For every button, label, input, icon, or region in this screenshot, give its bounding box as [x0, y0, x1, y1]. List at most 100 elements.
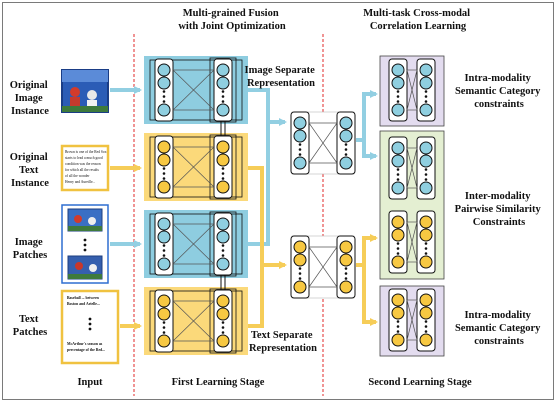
inter-image-right-node [419, 141, 433, 155]
image-hidden-out-node [339, 156, 353, 170]
image-input-ellipsis-dot [162, 249, 166, 252]
image-fused-node [216, 230, 230, 244]
image-input-ellipsis-dot [162, 95, 166, 98]
text-input-ellipsis-dot [162, 326, 166, 329]
image-fused-node [216, 63, 230, 77]
text-input-ellipsis-dot [162, 172, 166, 175]
text-input-node [157, 334, 171, 348]
inter-image-right-node [419, 154, 433, 168]
intra-image-left-ellipsis-dot [396, 90, 400, 93]
text-input-ellipsis-dot [162, 177, 166, 180]
image-hidden-in-node [293, 156, 307, 170]
inter-image-left-ellipsis-dot [396, 168, 400, 171]
text-input-node [157, 153, 171, 167]
intra-text-right-ellipsis-dot [424, 330, 428, 333]
intra-image-left-ellipsis-dot [396, 95, 400, 98]
intra-image-right-node [419, 63, 433, 77]
image-output-frame [209, 57, 237, 123]
connection-line [406, 221, 418, 263]
image-hidden-in-node [293, 129, 307, 143]
intra-bottom-constraint-label: Intra-modality Semantic Category constra… [455, 310, 543, 347]
inter-text-right-ellipsis-dot [424, 252, 428, 255]
connection-line [406, 147, 418, 189]
text-fused-node [216, 294, 230, 308]
hidden-layer [290, 111, 356, 299]
second-stage-label: Second Learning Stage [368, 377, 472, 388]
inter-image-right-ellipsis-dot [424, 178, 428, 181]
image-fused-node [216, 257, 230, 271]
text-hidden-out-node [339, 280, 353, 294]
original-text-instance: Brown is one of the Red Sox starts to le… [60, 144, 110, 192]
text-hidden-out-ellipsis-dot [344, 277, 348, 280]
image-patches-stack [61, 204, 109, 284]
intra-text-right-node [419, 293, 433, 307]
inter-text-left-ellipsis-dot [396, 242, 400, 245]
image-input-node [157, 103, 171, 117]
text-input-node [157, 294, 171, 308]
text-output-frame [209, 288, 237, 354]
inter-text-right-ellipsis-dot [424, 247, 428, 250]
text-fused-ellipsis-dot [221, 177, 225, 180]
inter-text-left-node [391, 215, 405, 229]
text-fused-node [216, 153, 230, 167]
text-hidden-in-ellipsis-dot [298, 267, 302, 270]
intra-text-left-ellipsis-dot [396, 330, 400, 333]
image-hidden-out-node [339, 129, 353, 143]
image-input-ellipsis-dot [162, 100, 166, 103]
intra-text-left-ellipsis-dot [396, 325, 400, 328]
intra-text-right-ellipsis-dot [424, 325, 428, 328]
image-fused-node [216, 217, 230, 231]
connection-line [172, 223, 215, 265]
image-hidden-in-ellipsis-dot [298, 143, 302, 146]
intra-top-constraint-label: Intra-modality Semantic Category constra… [455, 73, 543, 110]
connection-line [406, 299, 418, 341]
svg-text:Baseball ... between Bos: Baseball ... between Boston and Arielle.… [67, 296, 100, 306]
fusion-to-hidden-arrows [248, 88, 287, 328]
image-input-node [157, 63, 171, 77]
image-hidden-out-node [339, 116, 353, 130]
intra-text-right-ellipsis-dot [424, 320, 428, 323]
image-fusion-inner-box [149, 213, 243, 275]
inter-text-right-node [419, 215, 433, 229]
text-fused-node [216, 307, 230, 321]
text-hidden-in-ellipsis-dot [298, 272, 302, 275]
text-hidden-in-ellipsis-dot [298, 277, 302, 280]
text-input-node [157, 307, 171, 321]
inter-text-left-node [391, 255, 405, 269]
text-representation-label: Text Separate Representation [249, 330, 317, 354]
intra-text-left-node [391, 333, 405, 347]
fusion-title: Multi-grained Fusion with Joint Optimiza… [178, 8, 285, 32]
image-hidden-in-ellipsis-dot [298, 153, 302, 156]
first-stage-label: First Learning Stage [172, 377, 265, 388]
image-output-frame [209, 211, 237, 277]
text-input-node [157, 140, 171, 154]
constraint-networks [388, 58, 436, 352]
image-input-node [157, 257, 171, 271]
inter-image-right-ellipsis-dot [424, 168, 428, 171]
image-input-ellipsis-dot [162, 90, 166, 93]
image-hidden-in-ellipsis-dot [298, 148, 302, 151]
inter-text-left-ellipsis-dot [396, 247, 400, 250]
text-hidden-out-ellipsis-dot [344, 267, 348, 270]
input-original-image-label: Original Image Instance [10, 80, 51, 117]
text-hidden-out-ellipsis-dot [344, 272, 348, 275]
inter-image-left-node [391, 181, 405, 195]
correlation-title-line1: Multi-task Cross-modal [363, 8, 470, 19]
image-hidden-out-ellipsis-dot [344, 153, 348, 156]
inter-image-left-node [391, 154, 405, 168]
text-hidden-in-node [293, 280, 307, 294]
inter-text-left-ellipsis-dot [396, 252, 400, 255]
connection-line [172, 300, 215, 342]
text-fusion-inner-box [149, 290, 243, 352]
intra-text-left-node [391, 293, 405, 307]
inter-image-left-ellipsis-dot [396, 173, 400, 176]
image-hidden-out-ellipsis-dot [344, 148, 348, 151]
input-stage-label: Input [77, 377, 103, 388]
inter-image-left-ellipsis-dot [396, 178, 400, 181]
image-fused-ellipsis-dot [221, 95, 225, 98]
text-hidden-out-node [339, 253, 353, 267]
network-layer [149, 57, 243, 354]
image-hidden-out-ellipsis-dot [344, 143, 348, 146]
correlation-title: Multi-task Cross-modal Correlation Learn… [363, 8, 472, 32]
